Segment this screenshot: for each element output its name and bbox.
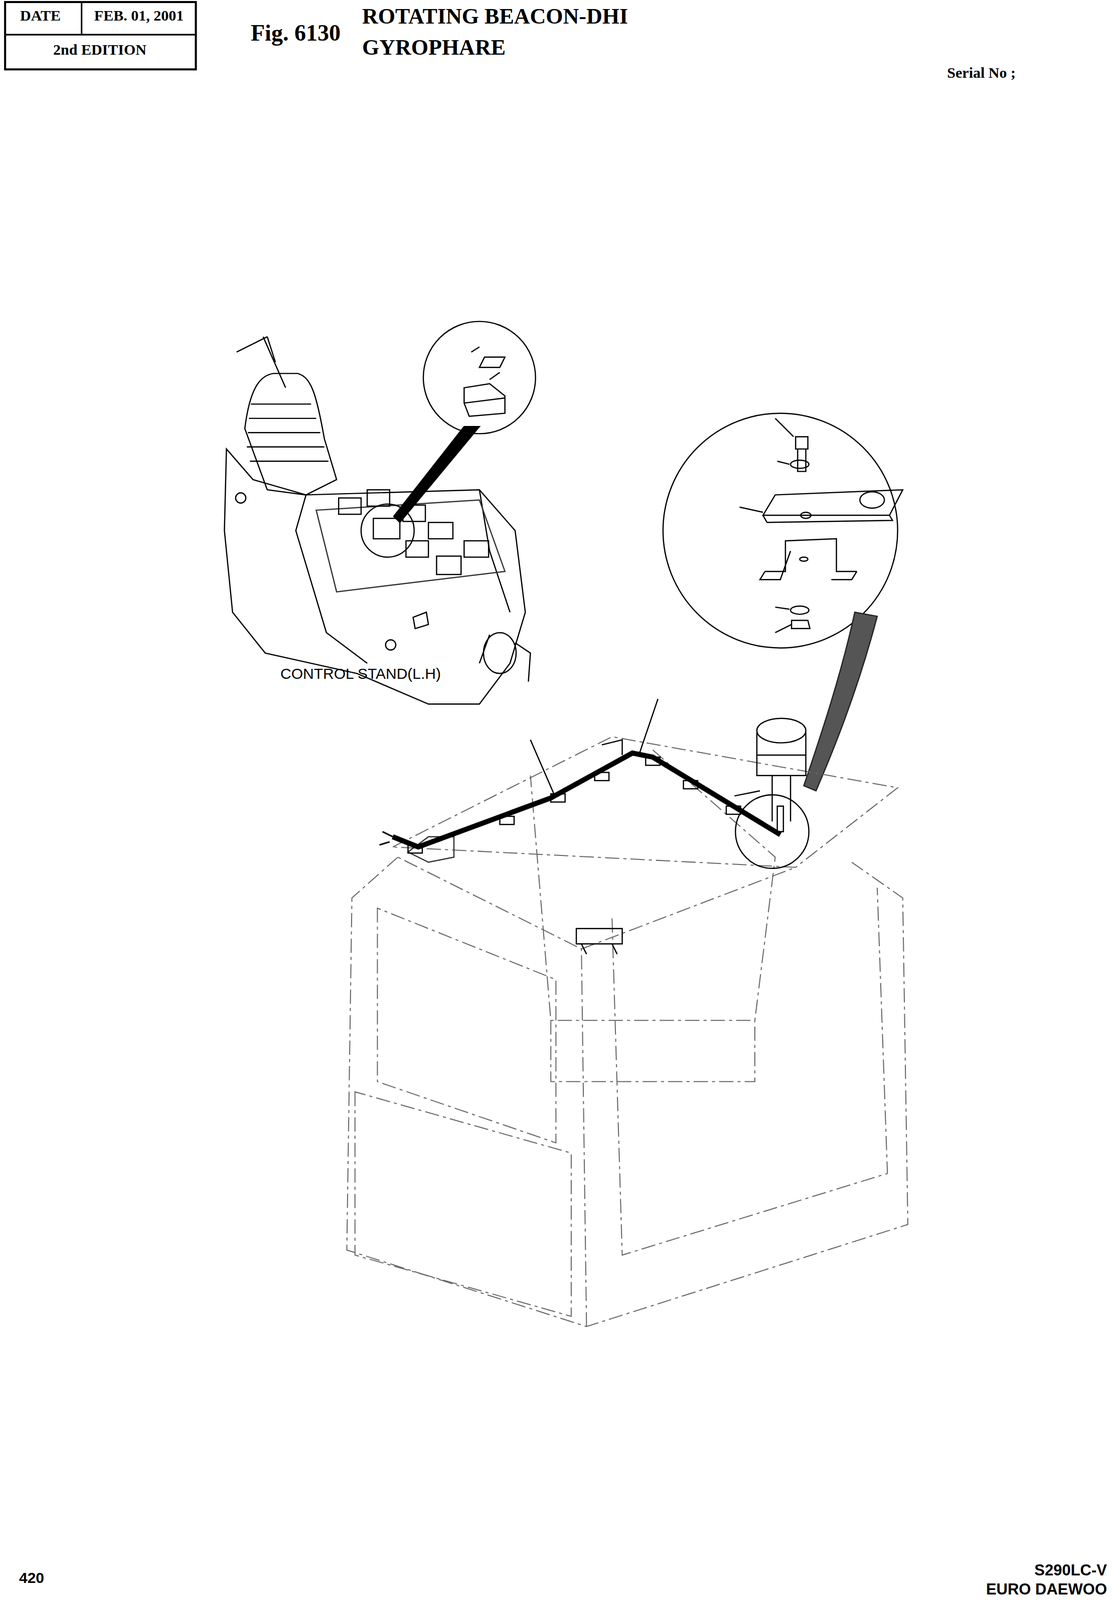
page-label: EURO DAEWOO <box>986 1579 1107 1598</box>
page-label: Serial No ; <box>946 64 1016 82</box>
page-label: S290LC-V <box>1034 1560 1107 1579</box>
page-label: CONTROL STAND(L.H) <box>280 665 441 683</box>
page-label: 420 <box>19 1568 45 1587</box>
page-label: Fig. 6130 <box>250 20 341 47</box>
figure-title: ROTATING BEACON-DHI GYROPHARE <box>362 1 709 64</box>
page-label: 2nd EDITION <box>53 41 147 59</box>
page-label: DATE <box>20 7 61 25</box>
page-label: FEB. 01, 2001 <box>94 7 184 25</box>
